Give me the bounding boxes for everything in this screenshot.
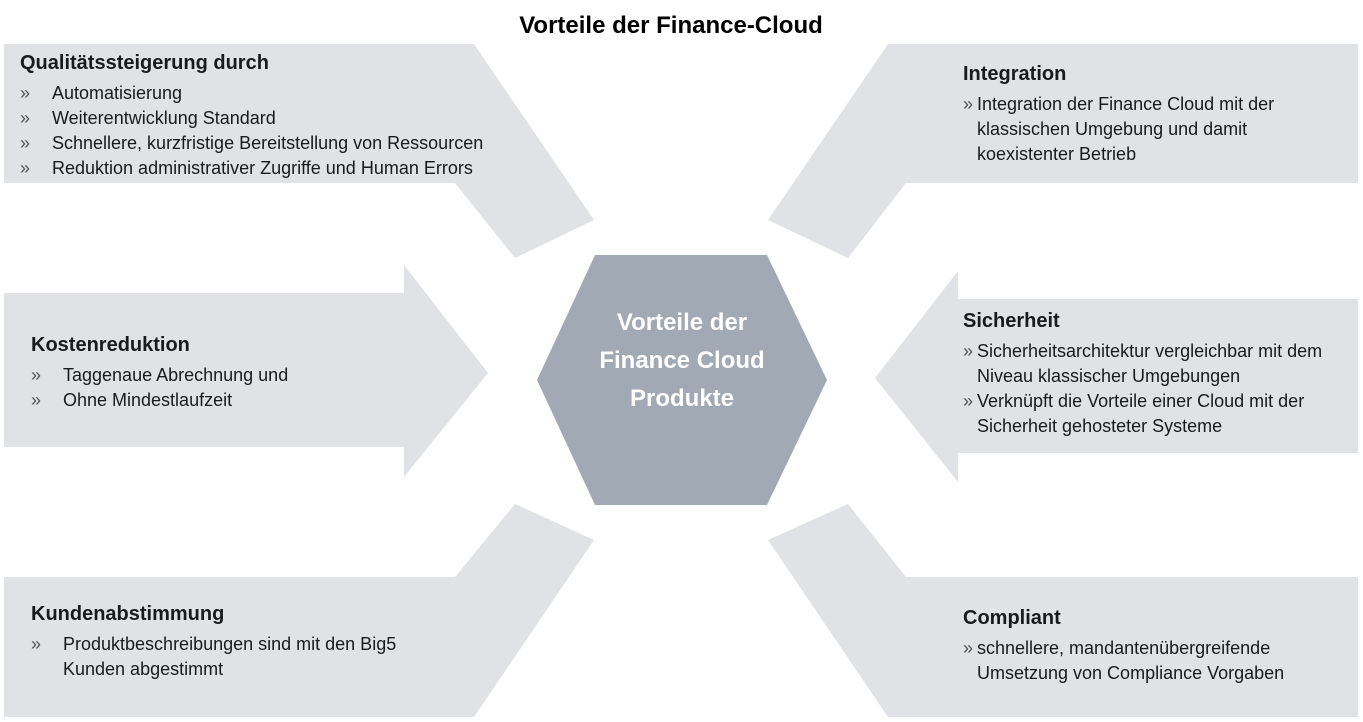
bullet-text: Produktbeschreibungen sind mit den Big5 … xyxy=(63,634,397,679)
arrow-top-right xyxy=(768,44,1358,258)
arrow-bottom-left xyxy=(4,504,594,717)
bullet-text: Schnellere, kurzfristige Bereitstellung … xyxy=(52,133,484,153)
bullet-list: » Automatisierung » Weiterentwicklung Stand… xyxy=(20,81,580,181)
block-heading: Compliant xyxy=(963,607,1061,629)
block-kostenreduktion: Kostenreduktion » Taggenaue Abrechnung un… xyxy=(31,334,391,413)
block-kundenabstimmung: Kundenabstimmung » Produktbeschreibungen … xyxy=(31,603,431,682)
bullet-item: »Sicherheitsarchitektur vergleichbar mit… xyxy=(963,339,1343,389)
bullet-item: »Verknüpft die Vorteile einer Cloud mit … xyxy=(963,389,1343,439)
bullet-item: » Weiterentwicklung Standard xyxy=(20,106,580,131)
bullet-text: Weiterentwicklung Standard xyxy=(52,108,276,128)
bullet-text: Taggenaue Abrechnung und xyxy=(63,365,289,385)
block-heading: Integration xyxy=(963,63,1067,85)
bullet-item: »Integration der Finance Cloud mit der k… xyxy=(963,92,1333,167)
block-qualitaetssteigerung: Qualitätssteigerung durch » Automatisieru… xyxy=(20,52,580,181)
bullet-marker: » xyxy=(20,108,31,128)
bullet-marker: » xyxy=(31,390,42,410)
bullet-item: »schnellere, mandantenübergreifende Umse… xyxy=(963,636,1348,686)
bullet-text: Reduktion administrativer Zugriffe und H… xyxy=(52,158,473,178)
bullet-list: » Produktbeschreibungen sind mit den Big5… xyxy=(31,632,431,682)
bullet-marker: » xyxy=(31,365,42,385)
bullet-item: » Schnellere, kurzfristige Bereitstellung… xyxy=(20,131,580,156)
bullet-item: » Reduktion administrativer Zugriffe und … xyxy=(20,156,580,181)
bullet-text: Verknüpft die Vorteile einer Cloud mit d… xyxy=(977,391,1305,436)
bullet-list: »Integration der Finance Cloud mit der k… xyxy=(963,92,1333,167)
bullet-text: Sicherheitsarchitektur vergleichbar mit … xyxy=(977,341,1323,386)
bullet-marker: » xyxy=(963,391,974,411)
block-heading: Sicherheit xyxy=(963,310,1060,332)
bullet-marker: » xyxy=(31,634,42,654)
bullet-text: Integration der Finance Cloud mit der kl… xyxy=(977,94,1275,164)
bullet-list: »Sicherheitsarchitektur vergleichbar mit… xyxy=(963,339,1343,439)
center-label: Vorteile der Finance Cloud Produkte xyxy=(599,309,765,412)
block-heading: Qualitätssteigerung durch xyxy=(20,52,269,74)
bullet-item: » Automatisierung xyxy=(20,81,580,106)
bullet-marker: » xyxy=(963,341,974,361)
block-sicherheit: Sicherheit »Sicherheitsarchitektur vergl… xyxy=(963,310,1343,439)
bullet-list: » Taggenaue Abrechnung und » Ohne Mindestla… xyxy=(31,363,391,413)
arrow-middle-left xyxy=(4,265,488,477)
bullet-item: » Taggenaue Abrechnung und xyxy=(31,363,391,388)
arrow-top-left xyxy=(4,44,594,258)
block-heading: Kostenreduktion xyxy=(31,334,190,356)
bullet-text: Ohne Mindestlaufzeit xyxy=(63,390,233,410)
bullet-marker: » xyxy=(963,638,974,658)
bullet-marker: » xyxy=(20,133,31,153)
block-integration: Integration »Integration der Finance Clo… xyxy=(963,63,1333,167)
block-heading: Kundenabstimmung xyxy=(31,603,225,625)
bullet-marker: » xyxy=(20,83,31,103)
bullet-marker: » xyxy=(963,94,974,114)
center-hexagon xyxy=(537,255,827,505)
block-compliant: Compliant »schnellere, mandantenübergrei… xyxy=(963,607,1348,686)
bullet-marker: » xyxy=(20,158,31,178)
arrow-middle-right xyxy=(875,271,1358,482)
arrow-bottom-right xyxy=(768,504,1358,717)
bullet-text: Automatisierung xyxy=(52,83,183,103)
bullet-list: »schnellere, mandantenübergreifende Umse… xyxy=(963,636,1348,686)
bullet-item: » Produktbeschreibungen sind mit den Big5… xyxy=(31,632,431,682)
diagram-title: Vorteile der Finance-Cloud xyxy=(519,12,823,39)
bullet-text: schnellere, mandantenübergreifende Umset… xyxy=(977,638,1285,683)
bullet-item: » Ohne Mindestlaufzeit xyxy=(31,388,391,413)
